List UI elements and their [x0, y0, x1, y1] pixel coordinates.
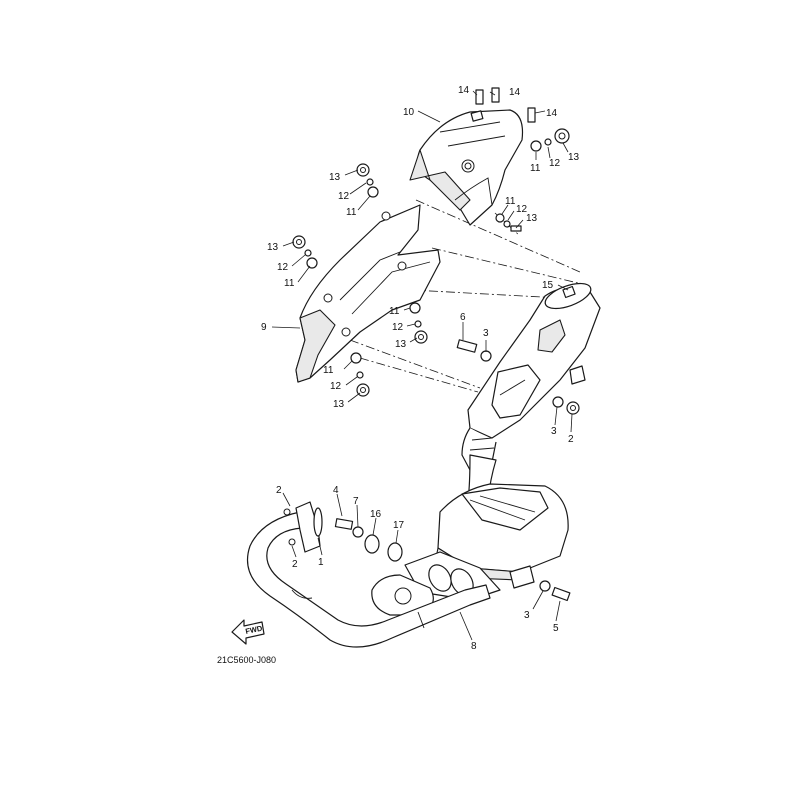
- heat-shield-side: [295, 204, 441, 383]
- callout-11: 11: [284, 278, 295, 289]
- callout-6: 6: [460, 312, 466, 323]
- bolt-hardware: [292, 87, 580, 602]
- heat-shield-upper: [409, 109, 524, 226]
- callout-2: 2: [276, 485, 282, 496]
- callout-14: 14: [458, 85, 470, 96]
- callout-12: 12: [516, 204, 528, 215]
- callout-11: 11: [530, 163, 541, 174]
- callout-11: 11: [346, 207, 357, 218]
- leader-lines: [271, 90, 573, 641]
- callout-3: 3: [483, 328, 489, 339]
- exhaust-header-pipe: [246, 511, 491, 648]
- callout-12: 12: [549, 158, 561, 169]
- callout-11: 11: [323, 365, 334, 376]
- fwd-label: FWD: [245, 623, 264, 635]
- callout-13: 13: [329, 172, 341, 183]
- callout-7: 7: [353, 496, 359, 507]
- callout-12: 12: [277, 262, 289, 273]
- callout-14: 14: [546, 108, 558, 119]
- callout-13: 13: [568, 152, 580, 163]
- callout-2: 2: [568, 434, 574, 445]
- callout-9: 9: [261, 322, 267, 333]
- callout-13: 13: [267, 242, 279, 253]
- callout-2: 2: [292, 559, 298, 570]
- callout-12: 12: [338, 191, 350, 202]
- muffler-upper: [461, 282, 601, 501]
- callout-16: 16: [370, 509, 382, 520]
- callout-1: 1: [318, 557, 324, 568]
- callout-12: 12: [330, 381, 342, 392]
- part-code: 21C5600-J080: [217, 655, 276, 665]
- callout-17: 17: [393, 520, 405, 531]
- callout-11: 11: [389, 306, 400, 317]
- callout-4: 4: [333, 485, 339, 496]
- callout-10: 10: [403, 107, 415, 118]
- callout-11: 11: [505, 196, 516, 207]
- callout-8: 8: [471, 641, 477, 652]
- forward-arrow-icon: [231, 619, 265, 645]
- callout-3: 3: [524, 610, 530, 621]
- assembly-dash-lines: [349, 199, 581, 393]
- callout-5: 5: [553, 623, 559, 634]
- callout-13: 13: [526, 213, 538, 224]
- callout-3: 3: [551, 426, 557, 437]
- callout-13: 13: [395, 339, 407, 350]
- callout-14: 14: [509, 87, 521, 98]
- forward-direction-badge: FWD: [231, 619, 265, 645]
- callout-numbers: 14 14 14 10 13 12 11 11 12 13 13 12 11 1…: [261, 85, 580, 652]
- callout-13: 13: [333, 399, 345, 410]
- callout-12: 12: [392, 322, 404, 333]
- callout-15: 15: [542, 280, 554, 291]
